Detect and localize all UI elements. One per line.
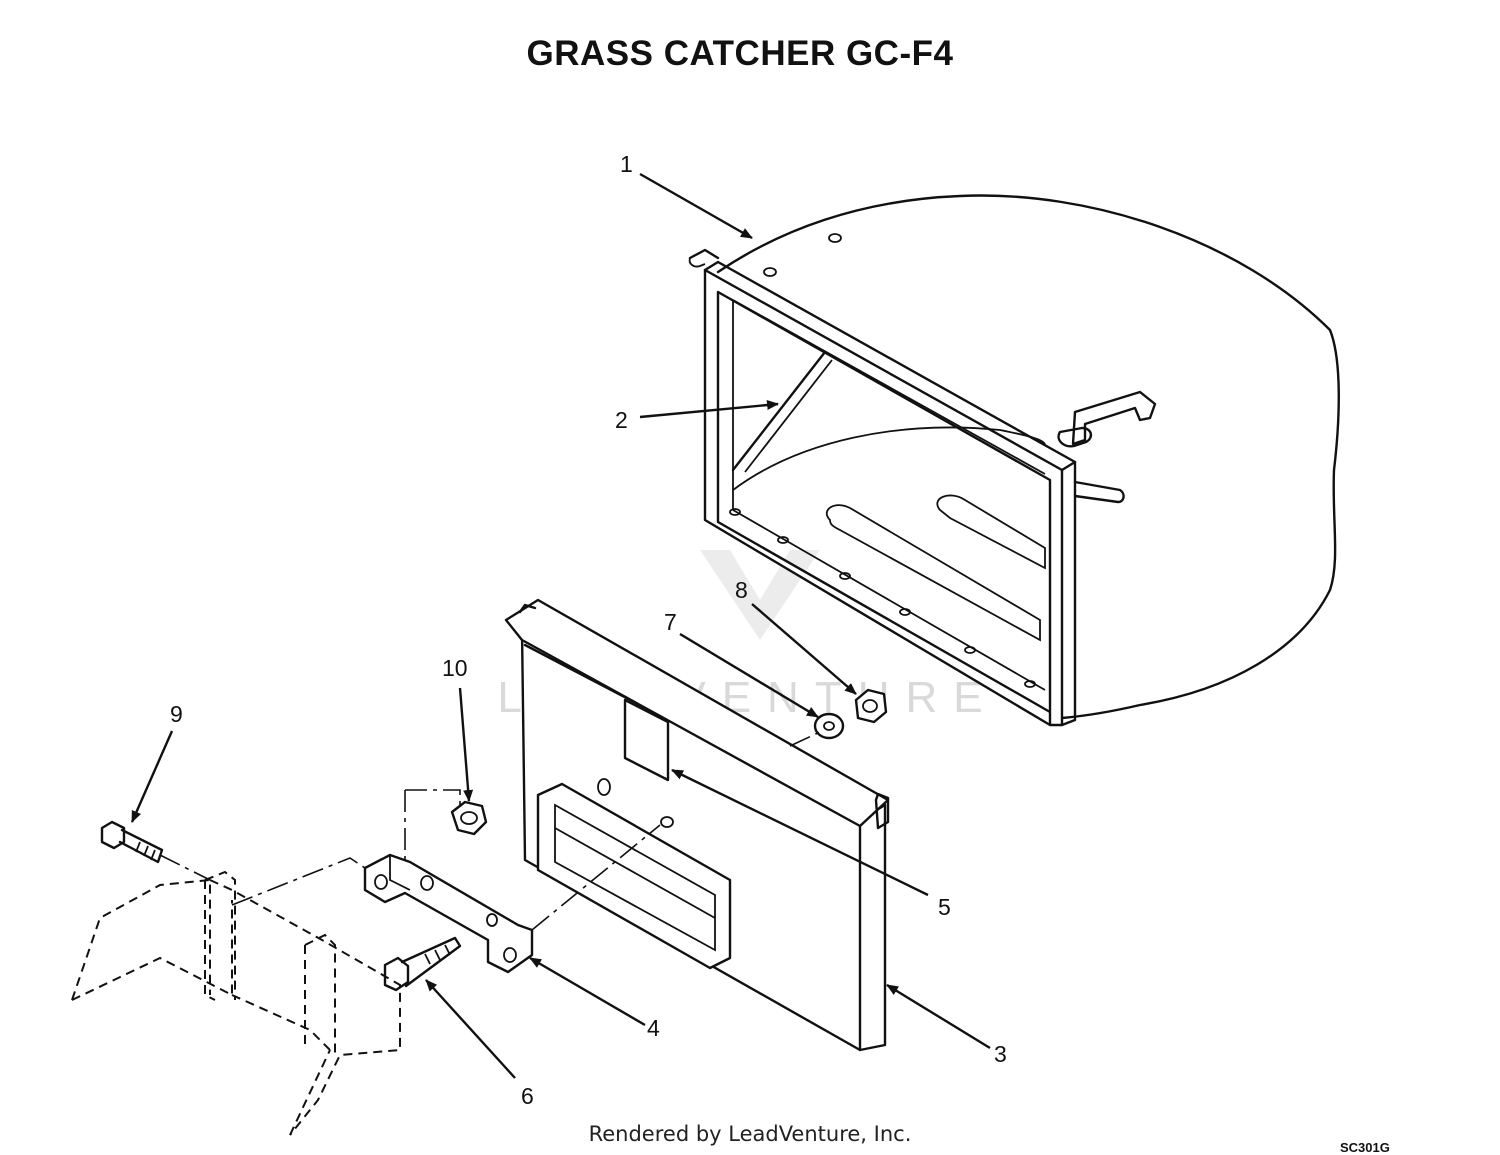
callout-5: 5 <box>938 894 951 920</box>
diagram-title: GRASS CATCHER GC-F4 <box>526 34 954 73</box>
door-panel <box>504 598 890 1052</box>
decal <box>623 698 670 782</box>
callout-2: 2 <box>615 407 628 433</box>
mounting-bracket <box>363 853 534 974</box>
callout-3: 3 <box>994 1041 1007 1067</box>
drawing-code: SC301G <box>1340 1140 1390 1155</box>
callout-labels: 1 2 3 4 5 6 7 8 9 10 <box>170 151 1007 1109</box>
callout-7: 7 <box>664 609 677 635</box>
callout-10: 10 <box>442 655 468 681</box>
callout-6: 6 <box>521 1083 534 1109</box>
support-rod <box>731 350 827 472</box>
callout-1: 1 <box>620 151 633 177</box>
footer-credit: Rendered by LeadVenture, Inc. <box>588 1122 912 1146</box>
callout-9: 9 <box>170 701 183 727</box>
callout-8: 8 <box>735 577 748 603</box>
bolt-6 <box>383 936 462 992</box>
leader-lines <box>130 172 991 1079</box>
grass-catcher-bag <box>688 194 1340 727</box>
alignment-lines <box>159 731 821 931</box>
flat-washer-7 <box>813 712 845 740</box>
callout-4: 4 <box>647 1015 660 1041</box>
lock-nut-8 <box>854 688 888 724</box>
bolt-9 <box>100 820 164 864</box>
mower-deck-reference <box>71 870 401 1136</box>
lock-nut-10 <box>450 800 488 836</box>
